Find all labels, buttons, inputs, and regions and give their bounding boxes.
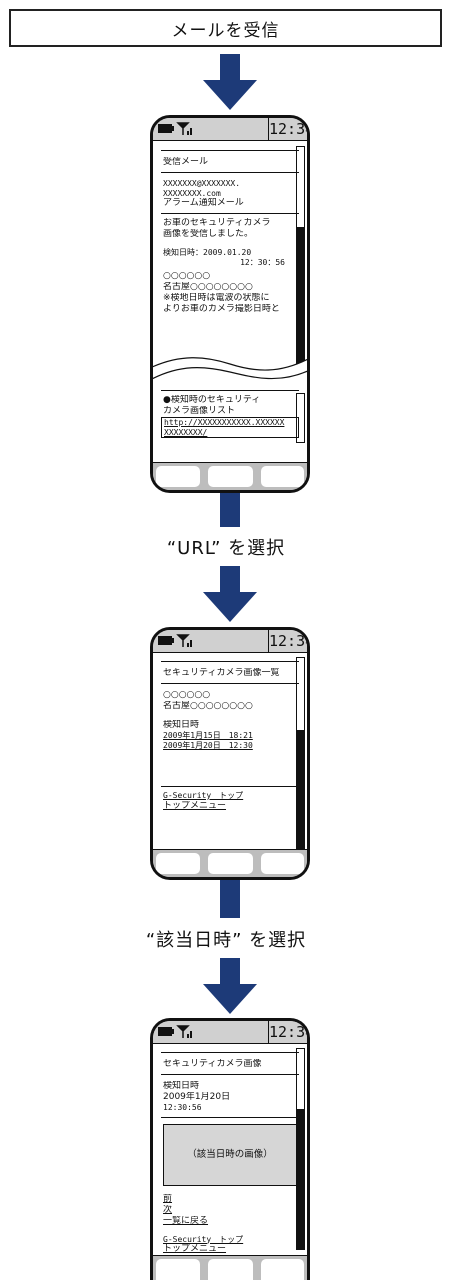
mail-subject: アラーム通知メール [163, 198, 244, 208]
scrollbar[interactable] [296, 1048, 305, 1250]
softkey-bar [153, 1255, 307, 1280]
softkey-center[interactable] [208, 1259, 253, 1280]
top-menu-link[interactable]: トップメニュー [163, 800, 227, 811]
down-arrow-1 [203, 54, 257, 110]
top-menu-link[interactable]: トップメニュー [163, 1244, 227, 1254]
step-label-select-datetime: “該当日時” を選択 [145, 930, 307, 951]
scrollbar[interactable] [296, 657, 305, 849]
softkey-left[interactable] [156, 1259, 200, 1280]
screen-title: セキュリティカメラ画像 [163, 1059, 262, 1069]
softkey-center[interactable] [208, 853, 253, 874]
cut-wave [153, 357, 307, 380]
image-list-line-2: カメラ画像リスト [163, 406, 236, 416]
down-arrow-2 [203, 566, 257, 622]
detect-date: 2009年1月20日 [163, 1092, 231, 1102]
softkey-right[interactable] [261, 466, 304, 487]
status-bar: 12:34 [153, 1021, 307, 1044]
battery-antenna-icon [158, 1025, 192, 1038]
location-line: 名古屋○○○○○○○○ [163, 701, 253, 711]
clock: 12:34 [268, 1021, 310, 1043]
battery-antenna-icon [158, 634, 192, 647]
image-caption: （該当日時の画像） [187, 1149, 273, 1160]
detect-label: 検知日時 [163, 1081, 200, 1091]
screen-title: セキュリティカメラ画像一覧 [163, 668, 280, 678]
clock: 12:34 [268, 630, 310, 652]
clock: 12:34 [268, 118, 310, 140]
detect-datetime-line-2: 12：30：56 [240, 257, 285, 267]
image-list-line-1: ●検知時のセキュリティ [163, 395, 261, 405]
status-bar: 12:34 [153, 630, 307, 653]
sender-line-2: XXXXXXXX.com [163, 188, 221, 198]
phone-screen-image-list: 12:34 セキュリティカメラ画像一覧 ○○○○○○ 名古屋○○○○○○○○ 検… [150, 627, 310, 880]
datetime-link-2[interactable]: 2009年1月20日 12:30 [163, 740, 253, 750]
softkey-center[interactable] [208, 466, 253, 487]
phone-screen-camera-image: 12:34 セキュリティカメラ画像 検知日時 2009年1月20日 12:30:… [150, 1018, 310, 1280]
g-security-top-link[interactable]: G-Security トップ [163, 791, 244, 800]
next-link[interactable]: 次 [163, 1204, 173, 1215]
scrollbar[interactable] [296, 146, 305, 368]
note-line-2: よりお車のカメラ撮影日時と [163, 304, 280, 314]
softkey-left[interactable] [156, 466, 200, 487]
connector-bar-1 [220, 493, 240, 527]
back-to-list-link[interactable]: 一覧に戻る [163, 1215, 209, 1226]
softkey-right[interactable] [261, 853, 304, 874]
url-line-1: http://XXXXXXXXXXX.XXXXXX [164, 418, 285, 427]
circles-line: ○○○○○○ [163, 690, 211, 700]
url-link[interactable]: http://XXXXXXXXXXX.XXXXXX XXXXXXXX/ [161, 417, 299, 438]
detect-label: 検知日時 [163, 720, 200, 730]
circles-line: ○○○○○○ [163, 271, 211, 281]
location-line: 名古屋○○○○○○○○ [163, 282, 253, 292]
body-line-2: 画像を受信しました。 [163, 229, 254, 239]
detect-time: 12:30:56 [163, 1103, 202, 1112]
step-title-receive-mail: メールを受信 [9, 9, 442, 47]
body-line-1: お車のセキュリティカメラ [163, 218, 271, 228]
step-label-select-url: “URL” を選択 [166, 538, 286, 559]
softkey-bar [153, 849, 307, 877]
mail-title: 受信メール [163, 157, 209, 167]
down-arrow-3 [203, 958, 257, 1014]
detect-datetime-line-1: 検知日時：2009.01.20 [163, 248, 252, 257]
sender-line-1: XXXXXXX@XXXXXXX. [163, 179, 241, 188]
battery-antenna-icon [158, 122, 192, 135]
prev-link[interactable]: 前 [163, 1193, 173, 1204]
camera-image-placeholder: （該当日時の画像） [163, 1123, 297, 1186]
softkey-bar [153, 462, 307, 490]
connector-bar-2 [220, 880, 240, 918]
phone-screen-received-mail: 12:34 受信メール XXXXXXX@XXXXXXX. XXXXXXXX.co… [150, 115, 310, 493]
softkey-right[interactable] [261, 1259, 304, 1280]
note-line-1: ※検地日時は電波の状態に [163, 293, 270, 303]
g-security-top-link[interactable]: G-Security トップ [163, 1234, 244, 1244]
softkey-left[interactable] [156, 853, 200, 874]
url-line-2: XXXXXXXX/ [164, 427, 208, 437]
scrollbar-lower[interactable] [296, 393, 305, 443]
datetime-link-1[interactable]: 2009年1月15日 18:21 [163, 731, 253, 740]
status-bar: 12:34 [153, 118, 307, 141]
